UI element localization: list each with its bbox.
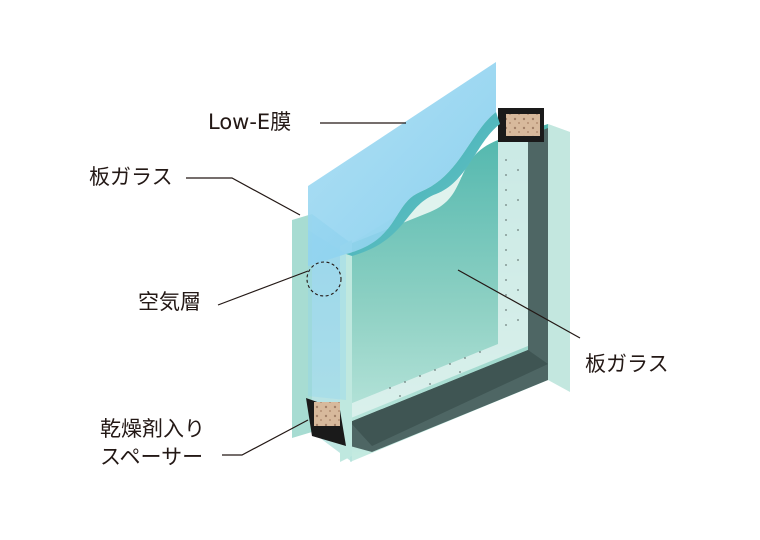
low-e-film-label: Low-E膜 bbox=[208, 110, 292, 134]
spacer-label: 乾燥剤入り スペーサー bbox=[100, 415, 205, 472]
spacer-label-line1: 乾燥剤入り bbox=[100, 417, 205, 441]
back-glass-side-edge bbox=[548, 124, 570, 392]
desiccant-holes bbox=[389, 159, 519, 397]
leader-lines bbox=[186, 122, 581, 456]
leader-glass-inner bbox=[457, 269, 581, 339]
air-layer-marker bbox=[306, 261, 342, 297]
desiccant-texture bbox=[506, 114, 540, 136]
leader-spacer bbox=[222, 419, 309, 456]
leader-air bbox=[217, 270, 309, 306]
front-glass-edge bbox=[340, 240, 352, 462]
leader-glass-outer bbox=[186, 177, 301, 216]
low-e-film-curl bbox=[346, 112, 500, 256]
sheet-glass-outer-label: 板ガラス bbox=[89, 165, 173, 189]
air-layer-label: 空気層 bbox=[138, 290, 201, 314]
spacer-label-line2: スペーサー bbox=[100, 445, 204, 470]
sheet-glass-inner-label: 板ガラス bbox=[585, 352, 669, 376]
frame-inner-channel bbox=[330, 128, 528, 420]
desiccant-texture-2 bbox=[314, 402, 340, 426]
front-glass-face bbox=[292, 214, 312, 438]
low-e-film-lower bbox=[308, 230, 346, 400]
frame-bottom bbox=[350, 350, 548, 446]
low-e-film bbox=[308, 62, 496, 266]
